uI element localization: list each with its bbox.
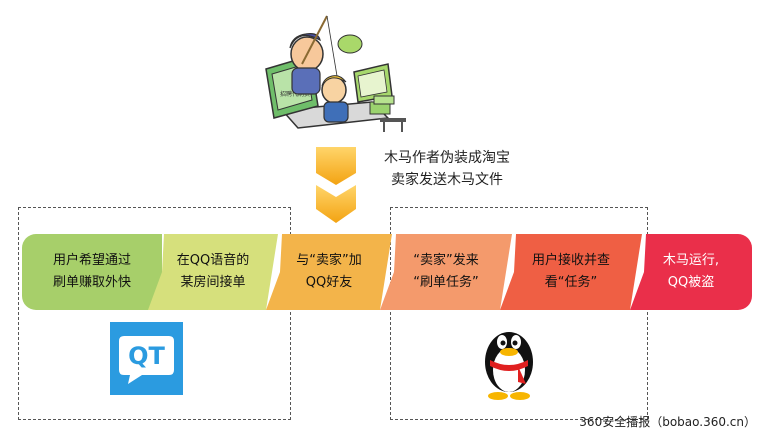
caption: 木马作者伪装成淘宝 卖家发送木马文件 [372,147,522,191]
qt-logo-text: QT [128,342,165,370]
caption-line-2: 卖家发送木马文件 [391,172,503,188]
step-4-label: “卖家”发来 “刷单任务” [413,253,479,290]
step-6-label: 木马运行, QQ被盗 [662,253,720,290]
step-1-label: 用户希望通过 刷单赚取外快 [52,253,131,290]
footer-watermark: 360安全播报（bobao.360.cn） [579,415,756,429]
qq-penguin-icon [485,332,533,400]
step-5: 用户接收并查 看“任务” [500,234,642,310]
step-6: 木马运行, QQ被盗 [630,234,752,310]
step-2-label: 在QQ语音的 某房间接单 [176,253,250,290]
step-2: 在QQ语音的 某房间接单 [148,234,278,310]
qt-speech-bubble-icon [119,336,174,384]
group-box-right [390,207,648,420]
step-5-label: 用户接收并查 看“任务” [531,253,610,290]
chevron-down-icon [316,147,356,223]
step-3-label: 与“卖家”加 QQ好友 [296,253,362,290]
step-1: 用户希望通过 刷单赚取外快 [22,234,162,310]
hacker-at-computer-icon: 招聘代刷员 [265,15,406,132]
step-3: 与“卖家”加 QQ好友 [266,234,392,310]
caption-line-1: 木马作者伪装成淘宝 [384,150,510,166]
group-box-left [18,207,291,420]
svg-text:招聘代刷员: 招聘代刷员 [280,90,310,98]
qt-logo: QT [110,322,183,395]
step-4: “卖家”发来 “刷单任务” [380,234,512,310]
